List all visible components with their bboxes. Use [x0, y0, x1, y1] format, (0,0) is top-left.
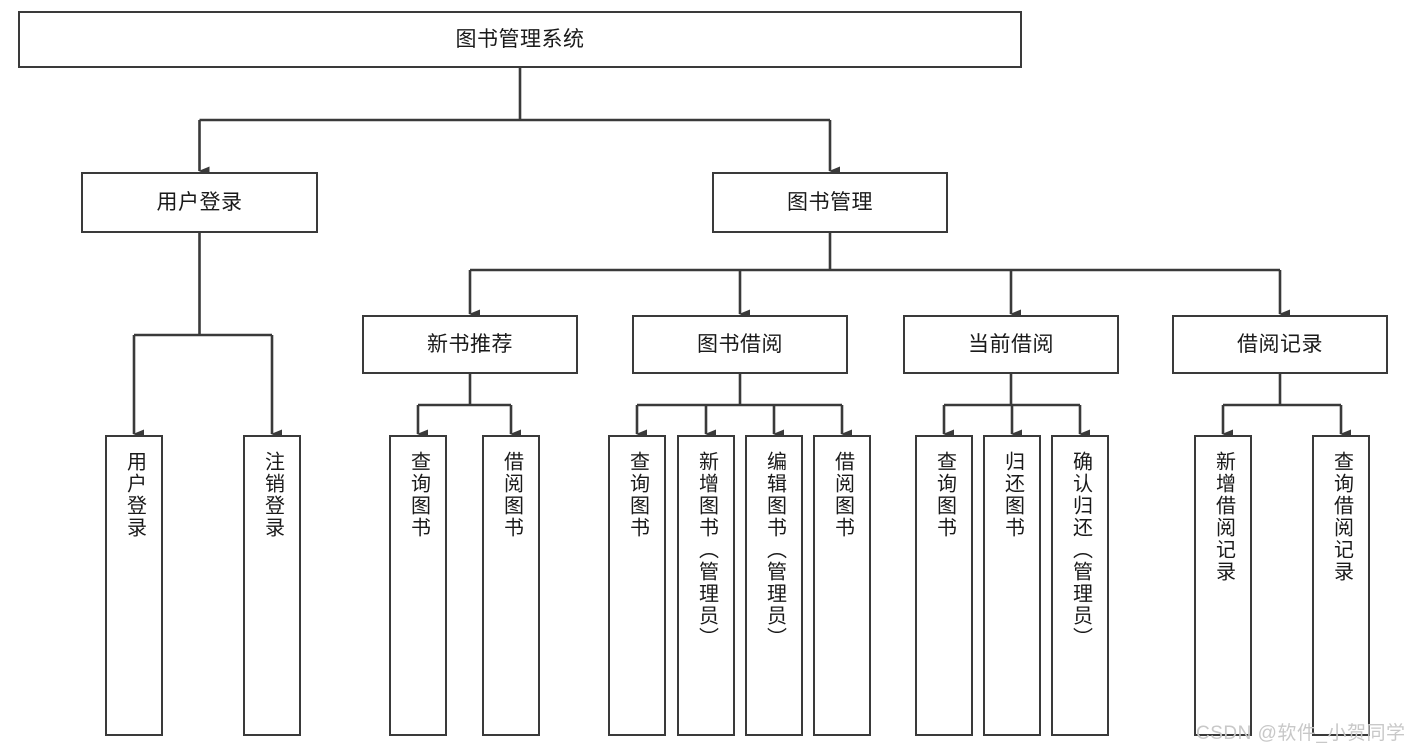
- node-label-user-login: 用户登录: [156, 190, 243, 214]
- node-leaf-add-book[interactable]: 新增图书（管理员）: [677, 435, 735, 736]
- node-root[interactable]: 图书管理系统: [18, 11, 1022, 68]
- node-label-new-book-rec: 新书推荐: [427, 332, 513, 356]
- node-book-borrow[interactable]: 图书借阅: [632, 315, 848, 374]
- node-label-leaf-query-record: 查询借阅记录: [1330, 451, 1353, 583]
- node-book-manage[interactable]: 图书管理: [712, 172, 948, 233]
- node-leaf-query-book-1[interactable]: 查询图书: [389, 435, 447, 736]
- watermark-text: CSDN @软件_小贺同学: [1196, 723, 1405, 744]
- node-label-leaf-add-book: 新增图书（管理员）: [695, 451, 718, 649]
- node-leaf-confirm-return[interactable]: 确认归还（管理员）: [1051, 435, 1109, 736]
- node-leaf-add-record[interactable]: 新增借阅记录: [1194, 435, 1252, 736]
- node-label-leaf-add-record: 新增借阅记录: [1212, 451, 1235, 583]
- node-label-book-borrow: 图书借阅: [697, 332, 783, 356]
- node-leaf-return-book[interactable]: 归还图书: [983, 435, 1041, 736]
- node-new-book-rec[interactable]: 新书推荐: [362, 315, 578, 374]
- node-label-root: 图书管理系统: [455, 27, 585, 51]
- node-leaf-query-book-2[interactable]: 查询图书: [608, 435, 666, 736]
- node-borrow-record[interactable]: 借阅记录: [1172, 315, 1388, 374]
- node-label-leaf-confirm-return: 确认归还（管理员）: [1069, 451, 1092, 649]
- node-label-leaf-borrow-book-2: 借阅图书: [831, 451, 854, 539]
- node-label-leaf-user-login: 用户登录: [123, 451, 146, 539]
- node-user-login[interactable]: 用户登录: [81, 172, 318, 233]
- node-label-leaf-query-book-2: 查询图书: [626, 451, 649, 539]
- node-label-leaf-query-book-3: 查询图书: [933, 451, 956, 539]
- node-leaf-query-book-3[interactable]: 查询图书: [915, 435, 973, 736]
- node-label-leaf-borrow-book-1: 借阅图书: [500, 451, 523, 539]
- node-leaf-borrow-book-1[interactable]: 借阅图书: [482, 435, 540, 736]
- node-label-leaf-edit-book: 编辑图书（管理员）: [763, 451, 786, 649]
- node-leaf-query-record[interactable]: 查询借阅记录: [1312, 435, 1370, 736]
- node-label-borrow-record: 借阅记录: [1237, 332, 1323, 356]
- node-leaf-user-login[interactable]: 用户登录: [105, 435, 163, 736]
- node-current-borrow[interactable]: 当前借阅: [903, 315, 1119, 374]
- node-label-current-borrow: 当前借阅: [968, 332, 1054, 356]
- node-leaf-edit-book[interactable]: 编辑图书（管理员）: [745, 435, 803, 736]
- node-label-leaf-query-book-1: 查询图书: [407, 451, 430, 539]
- node-label-leaf-return-book: 归还图书: [1001, 451, 1024, 539]
- node-label-leaf-logout: 注销登录: [261, 451, 284, 539]
- node-leaf-borrow-book-2[interactable]: 借阅图书: [813, 435, 871, 736]
- node-label-book-manage: 图书管理: [787, 190, 873, 214]
- node-leaf-logout[interactable]: 注销登录: [243, 435, 301, 736]
